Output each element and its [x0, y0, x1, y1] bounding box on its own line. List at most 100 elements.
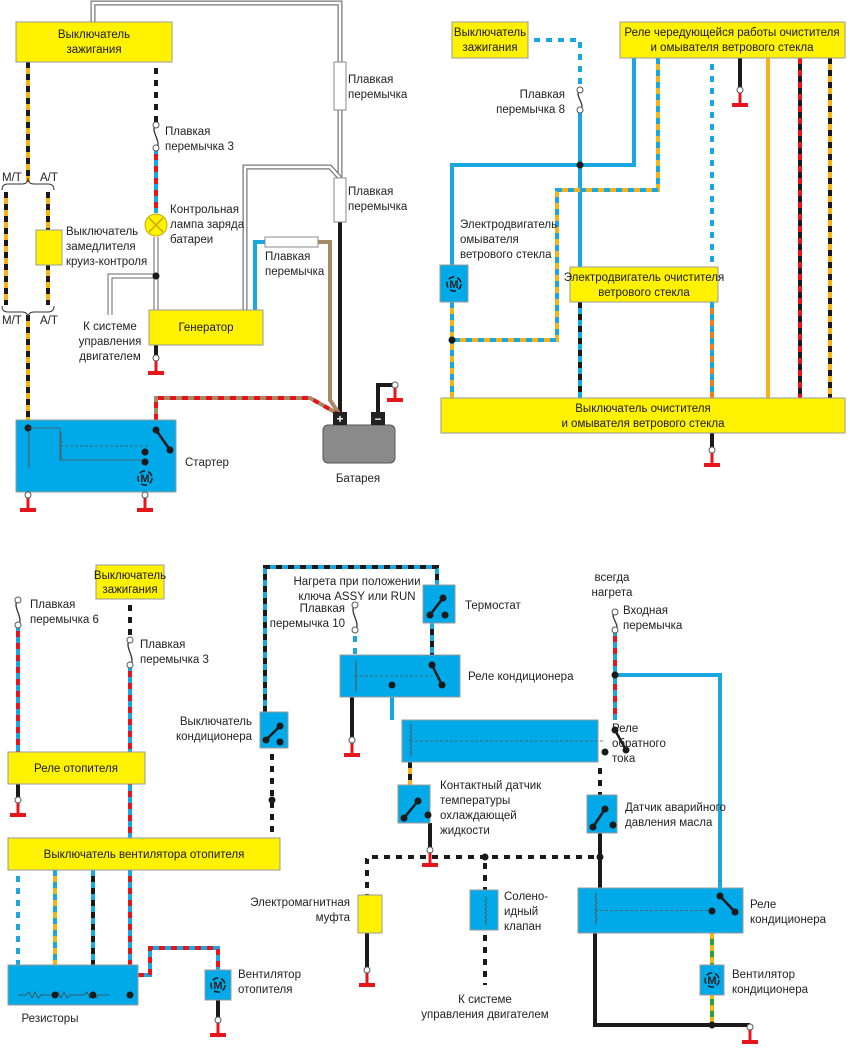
- fuse6-label: Плавкая: [30, 599, 75, 611]
- hot-note-label: ключа ASSY или RUN: [298, 591, 415, 603]
- wire-stripe: [263, 565, 439, 712]
- terminal: [391, 381, 399, 389]
- generator-box: [148, 309, 264, 346]
- ignition-switch-label: Выключатель: [58, 29, 130, 41]
- terminal: [611, 608, 619, 616]
- junction-dot: [622, 746, 630, 754]
- motor-icon: M: [137, 470, 153, 486]
- junction-dot: [708, 1021, 716, 1029]
- starter-label: Стартер: [185, 457, 229, 469]
- input-fuse-label: Входная: [623, 605, 668, 617]
- mt-top-label: M/T: [2, 172, 22, 184]
- junction-dot: [141, 448, 149, 456]
- junction-dot: [611, 726, 619, 734]
- junction-dot: [152, 272, 160, 280]
- wire-battery-ground: [376, 383, 395, 415]
- fuse-generator-label: Плавкая: [265, 251, 310, 263]
- heater-fan-box: [204, 969, 232, 1001]
- wire-control-bus: [365, 855, 600, 895]
- junction-dot: [414, 797, 422, 805]
- ac-engine-control-label: К системе: [458, 994, 512, 1006]
- input-fuse-icon: [611, 608, 619, 634]
- junction-dot: [708, 907, 716, 915]
- coolant-sensor-label: жидкости: [440, 825, 490, 837]
- wiper-switch-box: [440, 397, 846, 434]
- ac-relay2-label: Реле: [750, 899, 776, 911]
- wire-base: [615, 673, 722, 888]
- wiper-switch-label: Выключатель очистителя: [575, 403, 710, 415]
- wire-ac-relay2-feed: [615, 673, 722, 888]
- terminal: [348, 736, 356, 744]
- ground-icon: [422, 846, 438, 867]
- terminal: [24, 491, 32, 499]
- fuse-mid-label: Плавкая: [348, 186, 393, 198]
- junction-dot: [51, 991, 59, 999]
- washer-motor-label: Электродвигатель: [460, 219, 557, 231]
- washer-motor-box: [439, 264, 469, 303]
- thermostat-label: Термостат: [465, 600, 522, 612]
- battery-minus-terminal: [371, 412, 385, 425]
- battery-plus-label: +: [337, 414, 344, 426]
- heater-fan-label: отопителя: [238, 984, 292, 996]
- junction-dot: [716, 892, 724, 900]
- junction-dot: [731, 908, 739, 916]
- solenoid-label: клапан: [504, 921, 541, 933]
- wiper-ignition-box: [451, 21, 529, 59]
- fuse6-label: перемычка 6: [30, 614, 99, 626]
- wiper-ignition-label: зажигания: [462, 42, 517, 54]
- junction-dot: [438, 681, 446, 689]
- motor-icon: M: [210, 977, 226, 993]
- clutch-label: муфта: [316, 912, 351, 924]
- washer-motor-label: ветрового стекла: [460, 249, 552, 261]
- fuse10-label: Плавкая: [300, 603, 345, 615]
- junction-dot: [426, 611, 434, 619]
- wire-stripe: [452, 58, 660, 342]
- motor-circle: [704, 972, 720, 988]
- heater-ignition-label: Выключатель: [94, 570, 166, 582]
- always-hot-label: всегда: [595, 572, 631, 584]
- ignition-switch-label: зажигания: [66, 44, 121, 56]
- brace-bottom: [1, 305, 55, 319]
- junction-dot: [424, 811, 432, 819]
- wiper-relay-label: Реле чередующейся работы очистителя: [624, 27, 839, 39]
- ac-switch-label: кондиционера: [176, 731, 253, 743]
- fuse6-icon: [14, 596, 22, 629]
- ground-icon: [10, 796, 26, 817]
- resistors-label: Резисторы: [22, 1013, 79, 1025]
- cruise-switch-box: [35, 229, 63, 266]
- fuse3-label: Плавкая: [165, 126, 210, 138]
- motor-circle: [446, 276, 462, 292]
- switch-arm: [719, 895, 736, 913]
- ac-fan-label: Вентилятор: [732, 969, 795, 981]
- at-bottom-label: A/T: [40, 315, 58, 327]
- motor-circle: [137, 470, 153, 486]
- ground-icon: [359, 966, 375, 987]
- terminal: [126, 636, 134, 644]
- wire-stripe: [365, 855, 600, 895]
- wire-generator-sense-inner: [243, 165, 341, 310]
- coolant-sensor-label: температуры: [440, 795, 510, 807]
- at-top-label: A/T: [40, 172, 58, 184]
- cruise-switch-label: замедлителя: [66, 241, 136, 253]
- starter-winding: [28, 427, 145, 461]
- wire-ac-switch-thermostat: [263, 565, 439, 712]
- switch-icon: [430, 664, 444, 686]
- fan-switch-label: Выключатель вентилятора отопителя: [44, 849, 245, 861]
- wire-stripe: [154, 396, 341, 420]
- battery-body: [322, 424, 396, 464]
- ground-icon: [742, 1023, 758, 1044]
- lamp-cross: [148, 217, 164, 233]
- junction-dot: [601, 805, 609, 813]
- fuse-generator: [264, 236, 319, 248]
- wire-base: [154, 396, 341, 420]
- ground-icon: [387, 381, 403, 402]
- fuse-mid-label: перемычка: [348, 201, 408, 213]
- switch-arm: [403, 800, 419, 819]
- ground-icon: [732, 86, 748, 107]
- wire-fuse-battery: [318, 240, 342, 417]
- labels-layer: +−ВыключательзажиганияПлавкаяперемычкаПл…: [2, 27, 840, 1025]
- cruise-switch-label: круиз-контроля: [66, 256, 147, 268]
- cruise-switch-label: Выключатель: [66, 226, 138, 238]
